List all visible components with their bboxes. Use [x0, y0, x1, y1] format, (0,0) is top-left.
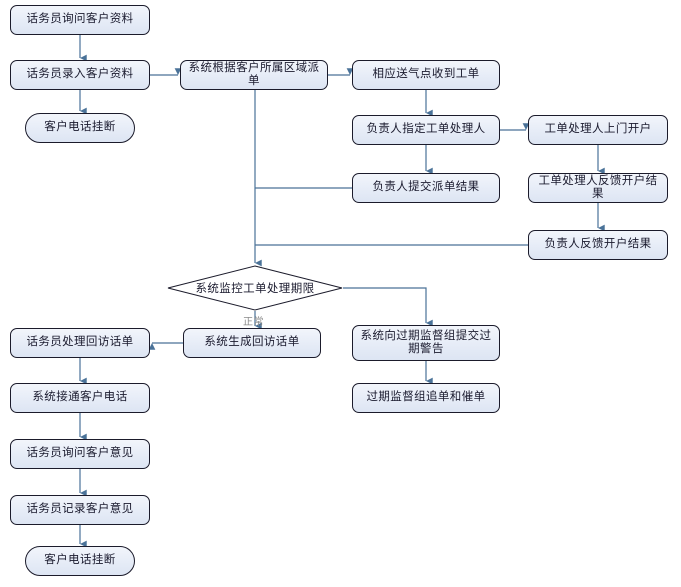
decision-node[interactable]: 系统监控工单处理期限	[167, 265, 343, 311]
decision-shape	[167, 265, 343, 311]
process-node[interactable]: 负责人提交派单结果	[352, 173, 500, 203]
edge-n11-n13	[343, 287, 433, 327]
node-label: 负责人指定工单处理人	[366, 123, 486, 136]
process-node[interactable]: 工单处理人上门开户	[528, 115, 668, 145]
process-node[interactable]: 话务员询问客户资料	[10, 5, 150, 35]
process-node[interactable]: 话务员录入客户资料	[10, 60, 150, 90]
node-label: 系统生成回访话单	[204, 336, 300, 349]
process-node[interactable]: 话务员询问客户意见	[10, 439, 150, 469]
node-label: 话务员记录客户意见	[26, 503, 134, 516]
node-label: 话务员询问客户意见	[26, 447, 134, 460]
decision-label: 系统监控工单处理期限	[195, 283, 315, 295]
process-node[interactable]: 负责人反馈开户结果	[528, 230, 668, 260]
process-node[interactable]: 话务员记录客户意见	[10, 495, 150, 525]
process-node[interactable]: 工单处理人反馈开户结果	[528, 173, 668, 203]
process-node[interactable]: 负责人指定工单处理人	[352, 115, 500, 145]
process-node[interactable]: 系统根据客户所属区域派单	[180, 60, 328, 90]
node-label: 系统向过期监督组提交过期警告	[360, 329, 492, 355]
process-node[interactable]: 系统生成回访话单	[183, 328, 321, 358]
process-node[interactable]: 过期监督组追单和催单	[352, 383, 500, 413]
node-label: 话务员处理回访话单	[26, 336, 134, 349]
process-node[interactable]: 系统接通客户电话	[10, 383, 150, 413]
node-label: 客户电话挂断	[44, 554, 116, 567]
process-node[interactable]: 相应送气点收到工单	[352, 60, 500, 90]
node-label: 话务员录入客户资料	[26, 68, 134, 81]
process-node[interactable]: 系统向过期监督组提交过期警告	[352, 325, 500, 361]
process-node[interactable]: 话务员处理回访话单	[10, 328, 150, 358]
node-label: 负责人反馈开户结果	[544, 238, 652, 251]
terminator-node[interactable]: 客户电话挂断	[25, 546, 135, 576]
node-label: 系统根据客户所属区域派单	[188, 61, 320, 87]
node-label: 工单处理人反馈开户结果	[538, 174, 658, 200]
node-label: 过期监督组追单和催单	[366, 391, 486, 404]
node-label: 工单处理人上门开户	[544, 123, 652, 136]
node-label: 话务员询问客户资料	[26, 13, 134, 26]
node-label: 相应送气点收到工单	[372, 68, 480, 81]
edge-label: 正常	[243, 317, 264, 328]
node-label: 系统接通客户电话	[32, 391, 128, 404]
node-label: 客户电话挂断	[44, 121, 116, 134]
node-label: 负责人提交派单结果	[372, 181, 480, 194]
terminator-node[interactable]: 客户电话挂断	[25, 113, 135, 143]
